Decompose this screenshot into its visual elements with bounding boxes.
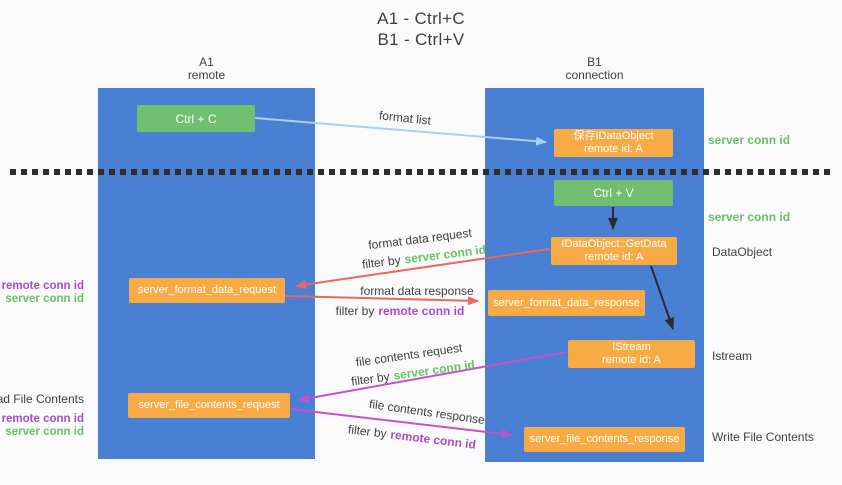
ctrl-c-box: Ctrl + C (137, 105, 255, 132)
ctrl-v-box: Ctrl + V (554, 180, 673, 206)
write-file-contents-label: Write File Contents (712, 430, 814, 444)
file-contents-response-label: file contents response (368, 396, 486, 428)
dataobject-label: DataObject (712, 245, 773, 259)
server-conn-id-label-right-2: server conn id (708, 210, 791, 224)
format-data-response-label: format data response (360, 284, 474, 298)
filter-prefix: filter by (361, 252, 402, 272)
istream-side-label: Istream (712, 349, 753, 363)
getdata-line1: IDataObject::GetData (561, 238, 667, 250)
column-header-b1: B1 connection (485, 56, 704, 82)
server-format-data-request-box: server_format_data_request (129, 278, 285, 303)
session-divider-dotted-line (10, 169, 834, 175)
getdata-line2: remote id: A (584, 251, 644, 263)
read-file-contents-label: Read File Contents (0, 392, 84, 406)
remote-conn-id-label-left-1: remote conn id (1, 280, 84, 292)
filter-prefix: filter by (347, 422, 388, 441)
server-conn-id-label-right-1: server conn id (708, 133, 791, 147)
remote-conn-id-key: remote conn id (378, 304, 465, 318)
save-idataobject-box: 保存IDataObject remote id: A (554, 129, 673, 157)
title-line-2: B1 - Ctrl+V (377, 30, 465, 49)
ctrl-v-label: Ctrl + V (593, 186, 634, 200)
filter-prefix: filter by (350, 369, 391, 389)
istream-box: IStream remote id: A (568, 340, 695, 368)
server-format-data-response-label: server_format_data_response (493, 296, 640, 309)
column-header-a1: A1 remote (98, 56, 315, 82)
server-file-contents-response-box: server_file_contents_response (524, 427, 685, 452)
istream-line1: IStream (612, 341, 651, 353)
server-format-data-request-label: server_format_data_request (137, 284, 277, 296)
filter-prefix: filter by (335, 304, 375, 318)
diagram-title: A1 - Ctrl+C B1 - Ctrl+V (0, 8, 842, 50)
server-conn-id-label-left-1: server conn id (5, 293, 84, 305)
column-a1-role: remote (187, 68, 226, 82)
server-format-data-response-box: server_format_data_response (488, 290, 645, 316)
title-line-1: A1 - Ctrl+C (377, 9, 465, 28)
server-file-contents-request-box: server_file_contents_request (128, 393, 290, 418)
save-idataobject-line1: 保存IDataObject (573, 130, 654, 142)
istream-line2: remote id: A (602, 354, 661, 366)
save-idataobject-line2: remote id: A (584, 143, 643, 155)
server-file-contents-request-label: server_file_contents_request (138, 399, 280, 411)
ctrl-c-label: Ctrl + C (175, 111, 217, 126)
column-b1-name: B1 (587, 55, 602, 69)
column-b1-role: connection (565, 68, 624, 82)
server-conn-id-label-left-2: server conn id (5, 426, 84, 438)
server-file-contents-response-label: server_file_contents_response (529, 433, 680, 445)
remote-conn-id-label-left-2: remote conn id (1, 413, 84, 425)
format-list-label: format list (378, 108, 432, 128)
idataobject-getdata-box: IDataObject::GetData remote id: A (551, 237, 677, 265)
remote-conn-id-key: remote conn id (389, 427, 477, 452)
column-a1-name: A1 (199, 55, 214, 69)
